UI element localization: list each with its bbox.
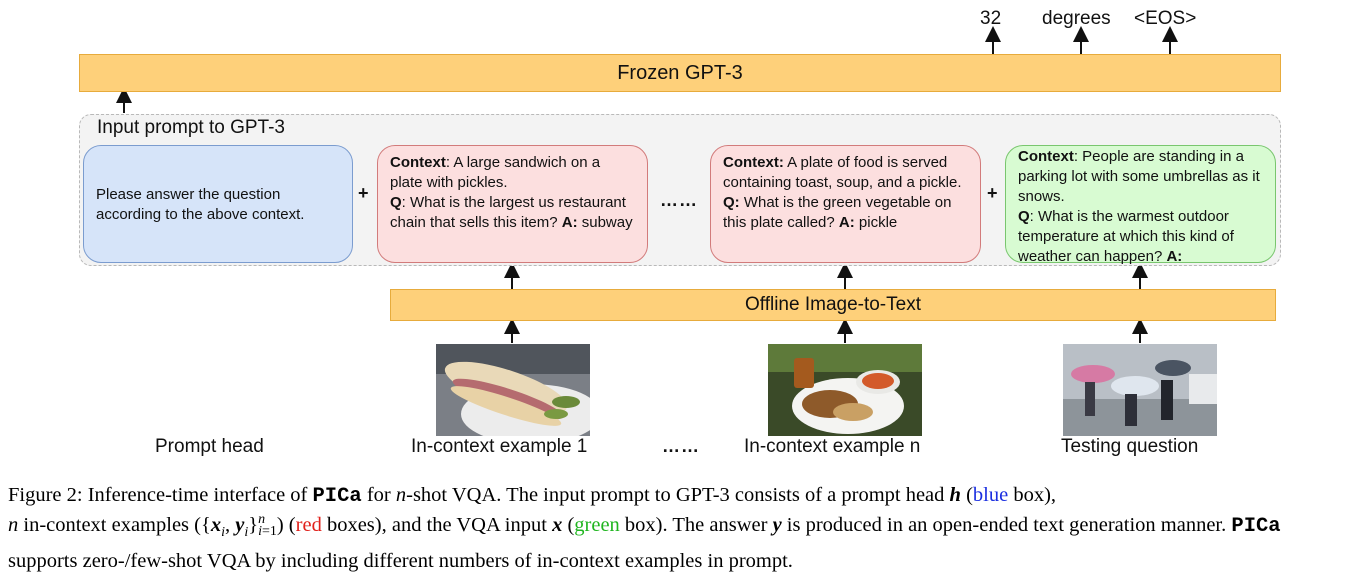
sandwich-photo	[436, 344, 590, 436]
caption-part: ,	[224, 514, 236, 536]
ex1-q-label: Q	[390, 194, 402, 211]
caption-part: }	[248, 514, 259, 536]
output-token-eos: <EOS>	[1134, 8, 1197, 29]
caption-math-yi: y	[235, 514, 245, 536]
caption-part: for	[361, 484, 396, 506]
in-context-example-1-box: Context: A large sandwich on a plate wit…	[377, 145, 648, 263]
plus-sign-2: +	[987, 183, 998, 203]
caption-math-n: n	[8, 514, 19, 536]
label-in-context-example-1: In-context example 1	[411, 436, 588, 457]
exn-question-text: What is the green vegetable on this plat…	[723, 194, 952, 231]
ex1-question-text: : What is the largest us restaurant chai…	[390, 194, 626, 231]
caption-pica: PICa	[1231, 515, 1281, 538]
exn-q-label: Q:	[723, 194, 740, 211]
soup-and-food-photo	[768, 344, 922, 436]
exn-a-label: A:	[838, 214, 855, 231]
figure-caption: Figure 2: Inference-time interface of PI…	[8, 484, 1281, 573]
ex1-a-label: A:	[561, 214, 578, 231]
caption-blue-word: blue	[972, 484, 1009, 506]
label-testing-question: Testing question	[1061, 436, 1199, 457]
ex1-context-text: : A large sandwich on a plate with pickl…	[390, 154, 601, 191]
output-token-degrees: degrees	[1042, 8, 1111, 29]
offline-image-to-text-bar: Offline Image-to-Text	[390, 289, 1276, 321]
frozen-gpt3-bar: Frozen GPT-3	[79, 54, 1281, 92]
ex1-context-label: Context	[390, 154, 446, 171]
dots-between-examples: ……	[660, 190, 698, 210]
label-in-context-example-n: In-context example n	[744, 436, 921, 457]
frozen-gpt3-label: Frozen GPT-3	[617, 61, 743, 84]
input-prompt-label: Input prompt to GPT-3	[97, 117, 285, 138]
caption-green-word: green	[574, 514, 620, 536]
caption-part: boxes), and the VQA input	[321, 514, 553, 536]
exn-answer-text: pickle	[854, 214, 898, 231]
caption-part: box). The answer	[619, 514, 773, 536]
label-prompt-head: Prompt head	[155, 436, 264, 457]
caption-part: is produced in an open-ended text genera…	[781, 514, 1232, 536]
caption-math-x: x	[552, 514, 563, 536]
testing-question-box: Context: People are standing in a parkin…	[1005, 145, 1276, 265]
snowy-parking-lot-photo	[1063, 344, 1217, 436]
caption-math-xi: x	[210, 514, 222, 536]
caption-part: box),	[1008, 484, 1057, 506]
caption-part: ) (	[276, 514, 296, 536]
test-q-label: Q	[1018, 208, 1030, 225]
caption-math-n: n	[395, 484, 407, 506]
test-question-text: : What is the warmest outdoor temperatur…	[1018, 208, 1234, 265]
caption-part: (	[960, 484, 973, 506]
prompt-head-text: Please answer the question according to …	[96, 185, 305, 223]
exn-context-text: A plate of food is served containing toa…	[723, 154, 962, 191]
test-context-label: Context	[1018, 148, 1074, 165]
exn-context-label: Context:	[723, 154, 784, 171]
test-a-label: A:	[1166, 248, 1183, 265]
plus-sign-1: +	[358, 183, 369, 203]
caption-part: supports zero-/few-shot VQA by including…	[8, 550, 793, 573]
caption-part: Figure 2: Inference-time interface of	[8, 484, 313, 506]
test-context-text: : People are standing in a parking lot w…	[1018, 148, 1260, 205]
output-token-32: 32	[980, 8, 1002, 29]
caption-math-y: y	[772, 514, 782, 536]
offline-image-to-text-label: Offline Image-to-Text	[744, 294, 921, 315]
caption-part: (	[562, 514, 575, 536]
prompt-head-box: Please answer the question according to …	[83, 145, 353, 263]
in-context-example-n-box: Context: A plate of food is served conta…	[710, 145, 981, 263]
caption-pica: PICa	[312, 485, 362, 508]
caption-math-h: h	[949, 484, 961, 506]
ex1-answer-text: subway	[577, 214, 633, 231]
caption-red-word: red	[295, 514, 322, 536]
dots-between-labels: ……	[662, 436, 700, 456]
caption-part: -shot VQA. The input prompt to GPT-3 con…	[406, 484, 950, 506]
caption-part: in-context examples ({	[18, 514, 211, 536]
